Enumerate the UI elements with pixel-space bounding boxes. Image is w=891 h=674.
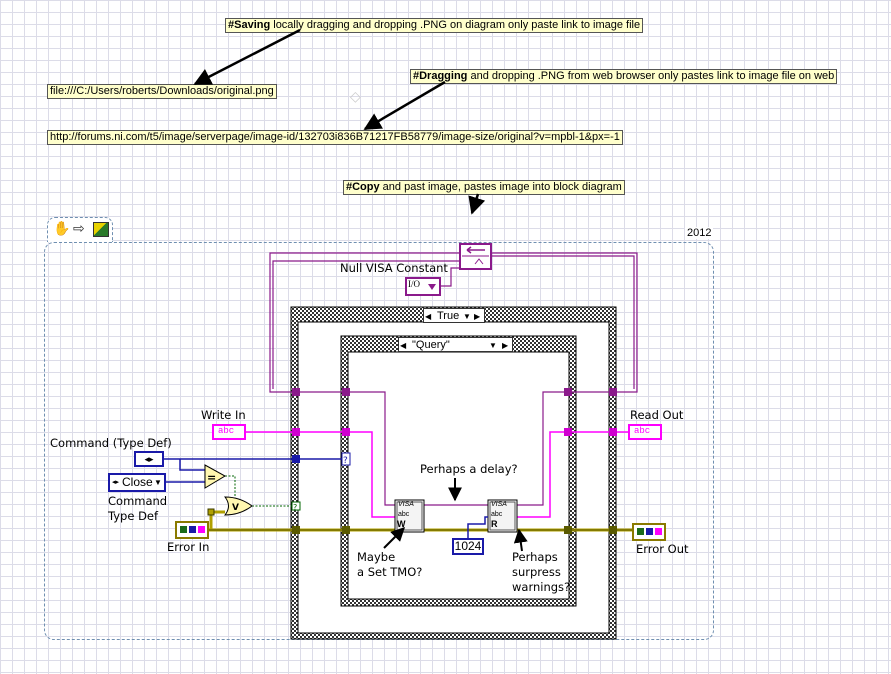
inner-selector-left-arrow-icon[interactable]: ◀ [400, 341, 407, 350]
note-copy: #Copy and past image, pastes image into … [343, 180, 625, 195]
visa-wire [269, 252, 638, 506]
outer-case-value: True [437, 310, 460, 322]
visa-write-str: abc [398, 511, 410, 518]
visa-read-letter: R [491, 519, 498, 529]
note-arrows [193, 28, 486, 215]
arrow-copy [468, 193, 486, 215]
arrow-suppress [513, 528, 528, 552]
label-command-constant-line1: Command [108, 494, 168, 508]
note-dragging-link: http://forums.ni.com/t5/image/serverpage… [47, 130, 623, 145]
null-visa-constant[interactable] [405, 277, 441, 296]
write-in-terminal[interactable] [212, 424, 246, 440]
visa-write-title: VISA [398, 501, 414, 508]
inner-case-value: "Query" [412, 339, 450, 351]
selector-dropdown-icon[interactable]: ▼ [463, 312, 471, 321]
command-typedef-control[interactable]: ◂▸ [134, 451, 164, 467]
label-perhaps-suppress-3: warnings? [512, 580, 571, 594]
label-read-out: Read Out [630, 408, 684, 422]
note-dragging-tag: #Dragging [413, 70, 468, 82]
svg-text:V: V [232, 503, 239, 513]
label-null-visa-constant: Null VISA Constant [340, 261, 448, 275]
selector-left-arrow-icon[interactable]: ◀ [425, 312, 432, 321]
visa-read-str: abc [491, 511, 503, 518]
string-wire [245, 431, 629, 518]
origin-cross: ◇ [350, 89, 361, 105]
label-command-type-def: Command (Type Def) [50, 436, 172, 450]
read-out-terminal[interactable] [628, 424, 662, 440]
svg-text:=: = [207, 471, 216, 484]
outer-case-selector[interactable]: ◀ True ▼ ▶ [423, 308, 485, 323]
label-command-constant-line2: Type Def [108, 509, 159, 523]
inner-case-selector[interactable]: ◀ "Query" ▼ ▶ [398, 337, 513, 352]
equal-function[interactable]: = [204, 464, 227, 489]
labview-vi-icon[interactable] [93, 222, 109, 237]
byte-count-value: 1024 [454, 539, 482, 553]
read-out-glyph: abc [634, 426, 651, 436]
label-write-in: Write In [201, 408, 246, 422]
note-saving: #Saving locally dragging and dropping .P… [225, 18, 644, 33]
dragging-link-text: http://forums.ni.com/t5/image/serverpage… [50, 131, 620, 143]
note-copy-text: and past image, pastes image into block … [379, 181, 622, 193]
note-saving-link: file:///C:/Users/roberts/Downloads/origi… [47, 84, 277, 99]
tunnels: ? ? [291, 388, 617, 534]
visa-write-letter: W [397, 519, 406, 529]
snippet-version: 2012 [685, 227, 714, 239]
close-enum-value: Close [122, 475, 153, 489]
snippet-toolbar-tab: ✋ ⇨ [47, 217, 113, 242]
selector-right-arrow-icon[interactable]: ▶ [474, 312, 481, 321]
error-unbundle-dot [207, 508, 215, 516]
visa-open-node[interactable] [459, 243, 492, 270]
or-function[interactable]: V [223, 496, 253, 516]
write-in-glyph: abc [218, 426, 235, 436]
label-maybe-set-tmo-1: Maybe [357, 550, 396, 564]
hand-icon[interactable]: ✋ [53, 221, 71, 237]
svg-text:?: ? [343, 456, 348, 466]
run-arrow-icon[interactable]: ⇨ [73, 221, 85, 237]
label-error-in: Error In [167, 540, 210, 554]
inner-case-structure[interactable] [340, 335, 577, 607]
visa-read-node[interactable] [487, 499, 518, 533]
svg-text:?: ? [293, 503, 297, 512]
label-maybe-set-tmo-2: a Set TMO? [357, 565, 423, 579]
null-visa-glyph: I/O [408, 279, 420, 289]
enum-updown-icon: ◂▸ [112, 479, 120, 486]
label-perhaps-suppress-2: surpress [512, 565, 561, 579]
label-perhaps-delay: Perhaps a delay? [420, 462, 518, 476]
arrow-settmo [383, 527, 405, 549]
visa-write-node[interactable] [394, 499, 425, 533]
byte-count-constant[interactable]: 1024 [452, 538, 484, 555]
inner-selector-dropdown-icon[interactable]: ▼ [489, 341, 497, 350]
diagram-arrows [383, 478, 528, 552]
boolean-wire [225, 475, 296, 507]
error-out-terminal[interactable] [632, 523, 666, 541]
close-enum-dropdown-icon[interactable]: ▼ [154, 478, 162, 487]
close-enum-constant[interactable]: ◂▸ Close ▼ [108, 473, 166, 492]
error-in-terminal[interactable] [175, 521, 209, 539]
note-dragging: #Dragging and dropping .PNG from web bro… [410, 69, 838, 84]
enum-arrows-icon: ◂▸ [144, 454, 154, 464]
saving-link-text: file:///C:/Users/roberts/Downloads/origi… [50, 85, 274, 97]
arrow-saving [193, 28, 301, 86]
note-saving-text: locally dragging and dropping .PNG on di… [270, 19, 641, 31]
inner-selector-right-arrow-icon[interactable]: ▶ [502, 341, 509, 350]
label-error-out: Error Out [636, 542, 689, 556]
note-saving-tag: #Saving [228, 19, 271, 31]
visa-read-title: VISA [491, 501, 507, 508]
note-dragging-text: and dropping .PNG from web browser only … [467, 70, 835, 82]
arrow-dragging [363, 80, 446, 131]
label-perhaps-suppress-1: Perhaps [512, 550, 558, 564]
note-copy-tag: #Copy [346, 181, 380, 193]
